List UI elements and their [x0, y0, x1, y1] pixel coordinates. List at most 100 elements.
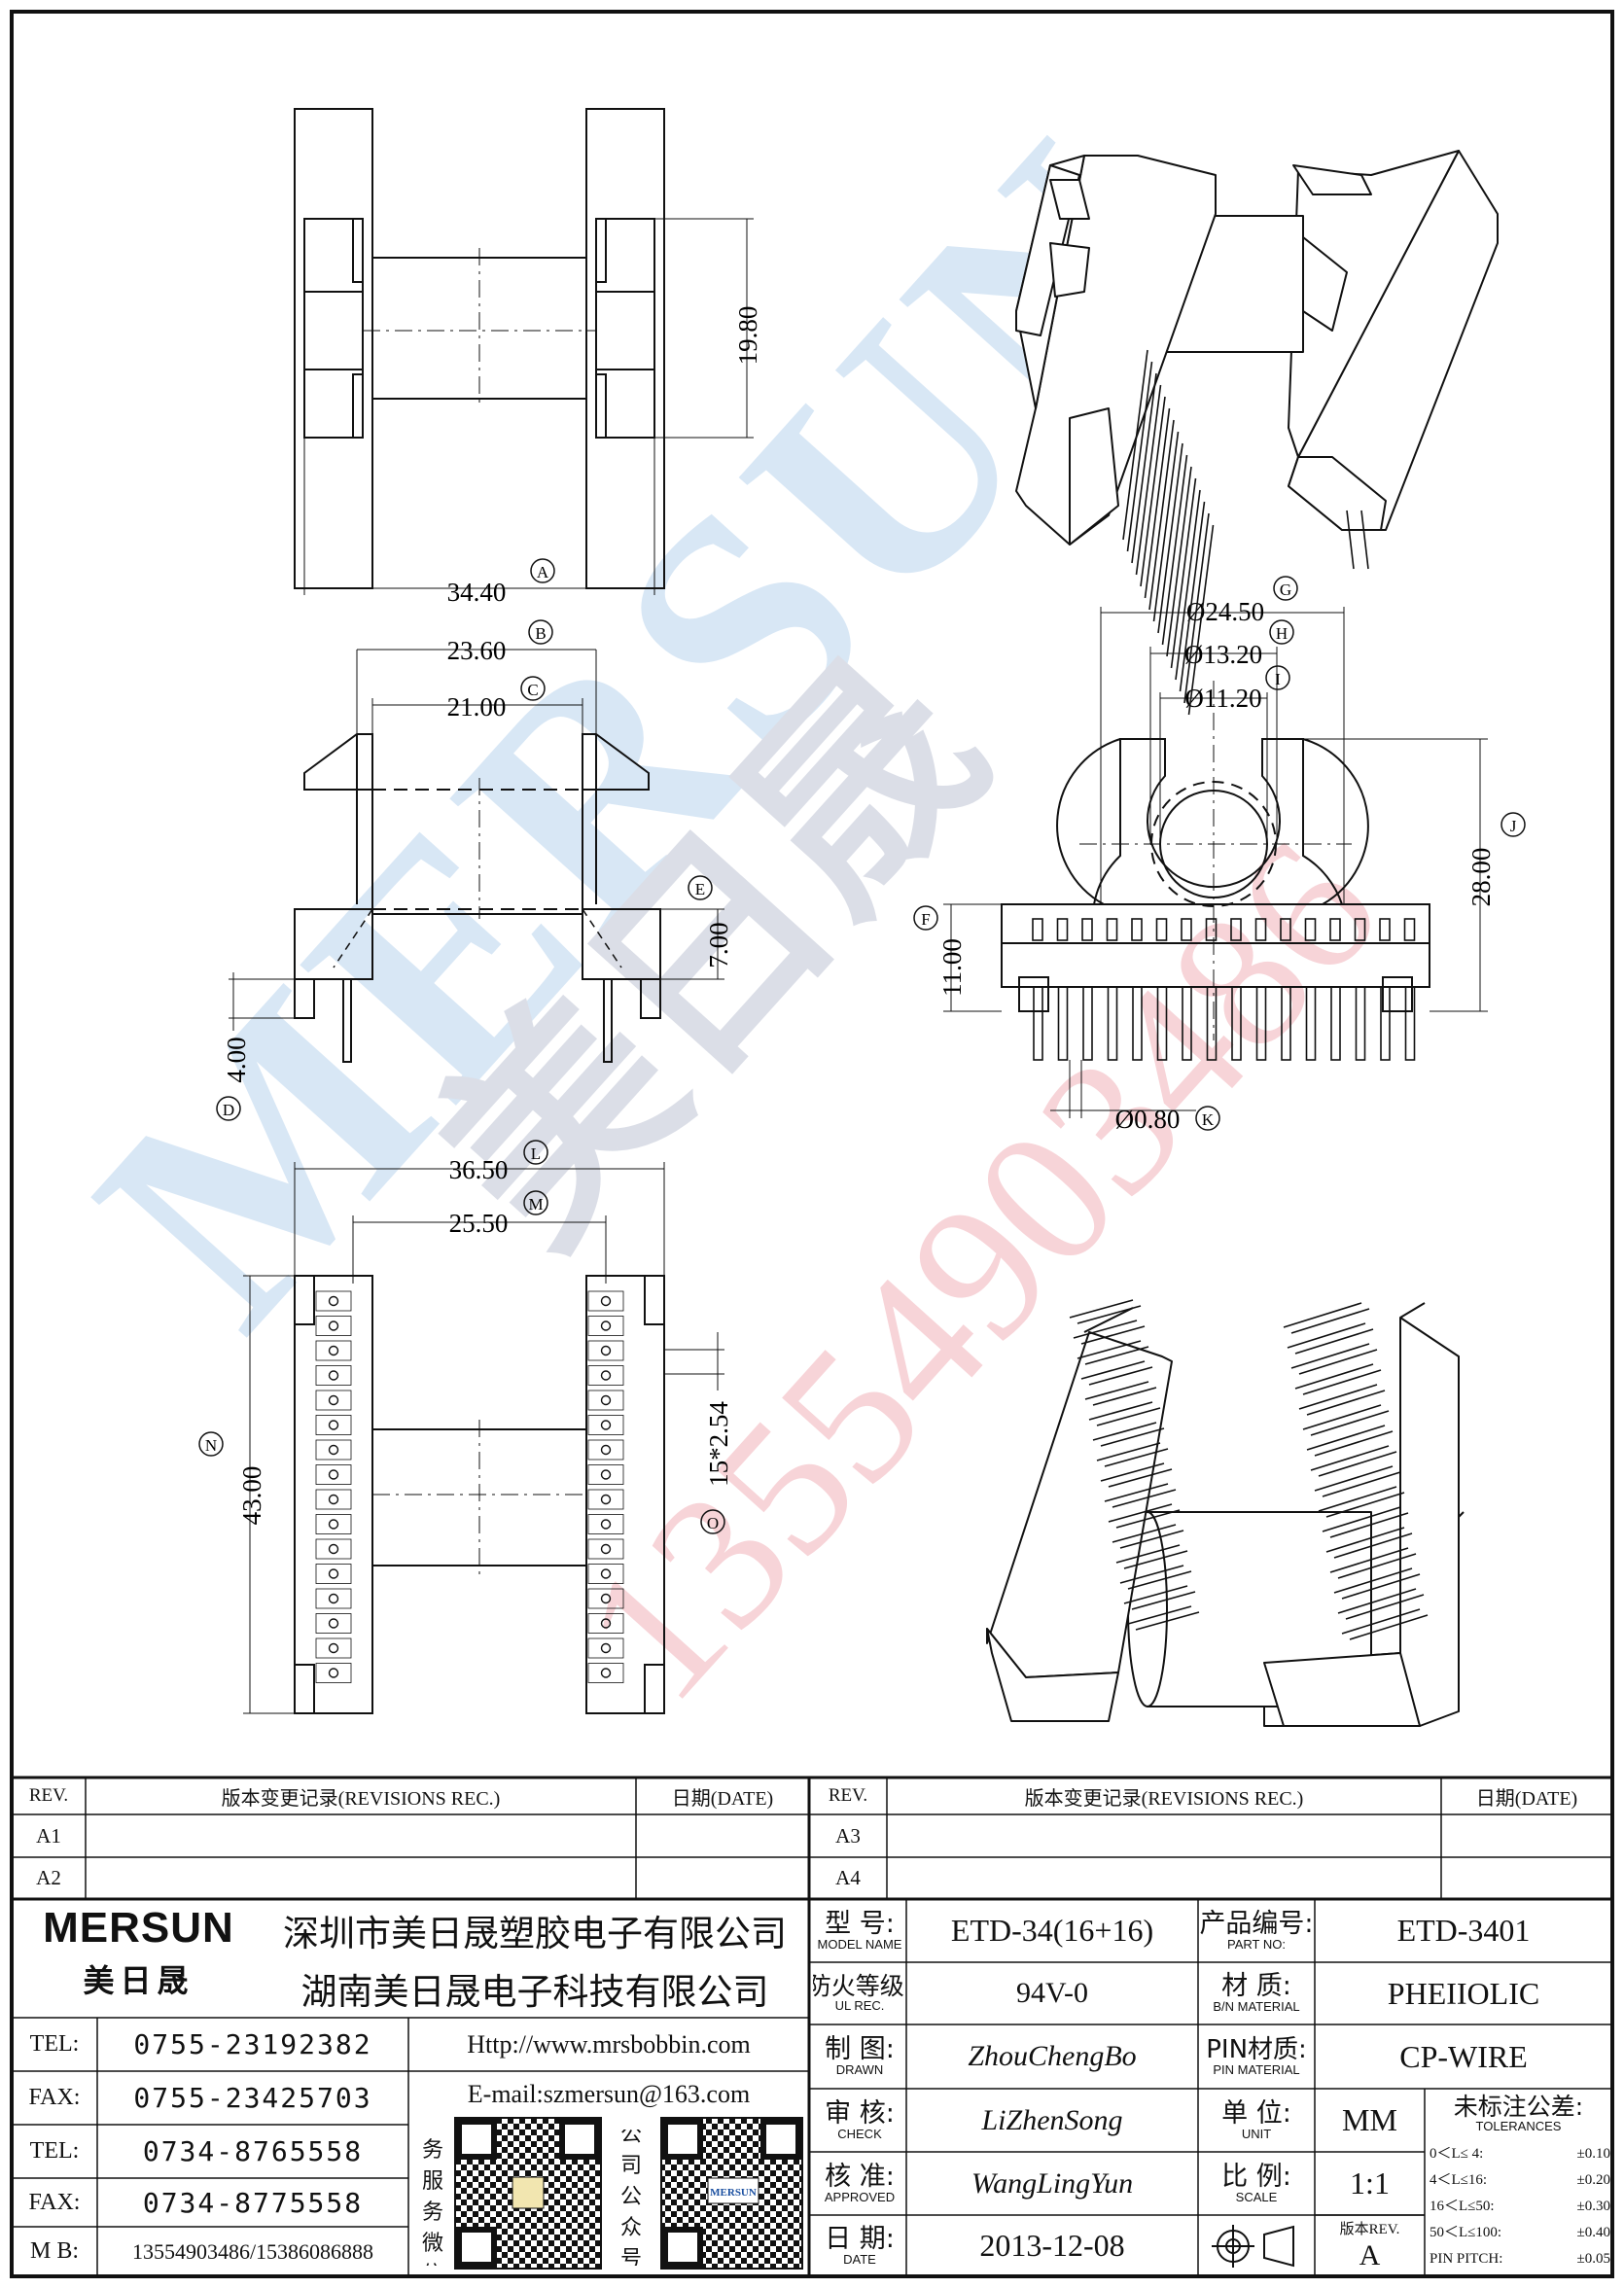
isometric-view-top	[1015, 150, 1499, 546]
tolerance-row: 50＜L≤100:±0.40	[1430, 2220, 1610, 2246]
pin-hole	[600, 1494, 612, 1505]
iso-pin	[1123, 1585, 1188, 1604]
tolerance-table: 0＜L≤ 4:±0.10 4＜L≤16:±0.20 16＜L≤50:±0.30 …	[1430, 2141, 1610, 2273]
iso-pin	[1183, 512, 1210, 704]
email-link[interactable]: E-mail:szmersun@163.com	[467, 2080, 751, 2108]
letter-A: A	[537, 563, 549, 581]
iso-pin	[1100, 1427, 1165, 1447]
iso-pin	[1166, 466, 1192, 657]
iso-pin	[1084, 1346, 1149, 1365]
dim-I: Ø11.20	[1184, 684, 1261, 713]
iso-pin	[1104, 1483, 1169, 1502]
iso-pin	[1310, 1445, 1390, 1471]
model-label: 型 号:	[825, 1908, 895, 1939]
bobbin-slot	[1181, 918, 1192, 941]
dim-M: 25.50	[449, 1209, 509, 1238]
pin-hole	[600, 1469, 612, 1480]
check-sub: CHECK	[837, 2126, 882, 2141]
iso-pin	[1290, 1308, 1370, 1334]
iso-pin	[1135, 1611, 1200, 1631]
pin-pad	[587, 1439, 624, 1461]
iso-pin	[1127, 1570, 1192, 1590]
bobbin-slot	[1280, 918, 1291, 941]
pin-hole	[328, 1668, 339, 1678]
iso-pin	[1314, 1465, 1394, 1492]
iso-pin	[1333, 1567, 1413, 1594]
iso-pin	[1325, 1527, 1405, 1553]
pin-hole	[328, 1469, 339, 1480]
pin-hole	[328, 1295, 339, 1307]
bobbin-pin	[1057, 986, 1069, 1061]
model-label-cell: 型 号: MODEL NAME	[813, 1899, 906, 1962]
pin-pad	[315, 1613, 352, 1634]
iso-pin	[1302, 1404, 1382, 1430]
iso-pin	[1325, 1492, 1405, 1518]
scale-label: 比 例:	[1221, 2161, 1291, 2192]
partno-value: ETD-3401	[1396, 1913, 1531, 1948]
dim-J: 28.00	[1466, 848, 1496, 907]
company-name-shenzhen: 深圳市美日晟塑胶电子有限公司	[283, 1913, 787, 1954]
pin-pad	[315, 1564, 352, 1584]
dim-L: 36.50	[449, 1155, 509, 1184]
partno-label: 产品编号:	[1199, 1908, 1314, 1939]
website-link[interactable]: Http://www.mrsbobbin.com	[467, 2029, 751, 2059]
rev-row-a4: A4	[835, 1866, 861, 1889]
iso-pin	[1310, 1410, 1390, 1436]
drawn-label-cell: 制 图: DRAWN	[813, 2024, 906, 2089]
iso-pin	[1345, 1594, 1425, 1620]
pin-pad	[315, 1514, 352, 1534]
pin-hole	[328, 1394, 339, 1406]
bobbin-pin	[1255, 986, 1267, 1061]
tolerance-value: ±0.05	[1576, 2251, 1610, 2267]
pin-pad	[587, 1290, 624, 1312]
iso-pin	[1126, 361, 1153, 552]
iso-pin	[1175, 489, 1201, 681]
pin-pad	[315, 1340, 352, 1361]
projection-symbol-icon	[1212, 2225, 1294, 2268]
approved-value: WangLingYun	[971, 2166, 1134, 2200]
pin-pad	[587, 1663, 624, 1683]
pin-pad	[587, 1538, 624, 1560]
fax1-label: FAX:	[28, 2085, 81, 2110]
iso-pin	[1161, 454, 1188, 646]
bobbin-pin	[1231, 986, 1242, 1061]
iso-pin	[1318, 1451, 1397, 1477]
iso-pin	[1088, 1366, 1153, 1386]
iso-pin	[1179, 501, 1206, 692]
iso-pin	[1337, 1553, 1417, 1579]
iso-pin	[1187, 524, 1215, 716]
iso-pin	[1104, 1448, 1169, 1467]
unit-label-cell: 单 位: UNIT	[1198, 2089, 1315, 2152]
side-view-pins	[1033, 986, 1416, 1061]
model-sub: MODEL NAME	[817, 1936, 902, 1952]
dim-K: Ø0.80	[1115, 1105, 1181, 1134]
iso-pin	[1112, 1524, 1177, 1543]
date-value: 2013-12-08	[979, 2228, 1125, 2263]
tel2-label: TEL:	[29, 2138, 80, 2164]
isometric-view-bottom	[986, 1317, 1460, 1727]
tolerance-range: 16＜L≤50:	[1430, 2199, 1495, 2214]
partno-sub: PART NO:	[1227, 1936, 1286, 1952]
pin-pad	[315, 1637, 352, 1659]
iso-pin	[1080, 1325, 1146, 1345]
bobbin-pin	[1330, 986, 1341, 1061]
letter-M: M	[528, 1195, 543, 1214]
pin-hole	[328, 1618, 339, 1629]
iso-pin	[1127, 1605, 1192, 1625]
ul-label-cell: 防火等级: UL REC.	[813, 1962, 906, 2024]
bobbin-pin	[1404, 986, 1416, 1061]
iso-pin	[1131, 372, 1157, 564]
iso-pin	[1092, 1422, 1157, 1441]
pin-pad	[587, 1489, 624, 1510]
unit-value: MM	[1342, 2102, 1397, 2137]
iso-pin	[1318, 1486, 1397, 1512]
pin-pad	[587, 1564, 624, 1584]
material-label-cell: 材 质: B/N MATERIAL	[1198, 1962, 1315, 2024]
company-logo: MERSUN	[43, 1904, 234, 1952]
iso-pin	[1084, 1381, 1149, 1400]
iso-pin	[1341, 1573, 1421, 1600]
bobbin-pin	[1182, 986, 1192, 1061]
pin-pad	[315, 1316, 352, 1336]
dim-C: 21.00	[447, 692, 507, 722]
unit-sub: UNIT	[1241, 2126, 1272, 2141]
